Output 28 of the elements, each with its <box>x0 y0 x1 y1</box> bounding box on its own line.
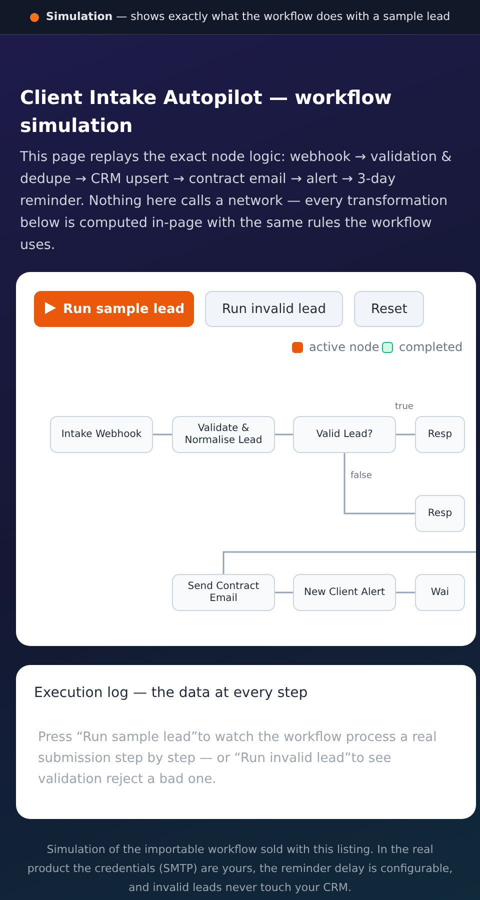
log-placeholder-text: Press “Run sample lead”to watch the workflow process a real submission step by step — or “Run invalid lead”to see validation reject a bad one. <box>38 729 438 789</box>
workflow-node: Send Contract Email <box>172 574 275 611</box>
workflow-node: Wai <box>415 574 465 611</box>
connector-line <box>275 592 293 594</box>
connector-line <box>344 453 415 514</box>
workflow-node: Resp <box>415 416 465 453</box>
edge-label: false <box>350 471 373 481</box>
log-heading: Execution log — the data at every step <box>34 685 308 701</box>
workflow-node: Validate & Normalise Lead <box>172 416 275 453</box>
page-title: Client Intake Autopilot — workflow simulation <box>20 86 393 139</box>
workflow-node: New Client Alert <box>293 574 396 611</box>
connector-line <box>396 434 415 436</box>
legend-label: completed <box>399 340 463 354</box>
connector-line <box>153 434 172 436</box>
workflow-node: Resp <box>415 495 465 532</box>
edge-label: true <box>394 402 414 412</box>
workflow-node: Intake Webhook <box>50 416 153 453</box>
run-sample-button: Run sample lead <box>34 291 194 327</box>
workflow-node: Valid Lead? <box>293 416 396 453</box>
connector-line <box>275 434 293 436</box>
intro-paragraph: This page replays the exact node logic: webhook → validation & dedupe → CRM upsert → contract email → alert → 3-day reminder. Nothing here calls a network — every transformation below is computed in-page with the same rules the workflow uses. <box>20 148 453 255</box>
connector-line <box>396 592 415 594</box>
run-invalid-button: Run invalid lead <box>205 291 344 327</box>
connector-line <box>222 551 476 574</box>
footer-note: Simulation of the importable workflow sold with this listing. In the real product the credentials (SMTP) are yours, the reminder delay is configurable, and invalid leads never touch your CRM. <box>26 842 454 896</box>
banner-text: Simulation — shows exactly what the workflow does with a sample lead <box>46 10 450 23</box>
legend-label: active node <box>309 340 380 354</box>
reset-button: Reset <box>354 291 424 327</box>
